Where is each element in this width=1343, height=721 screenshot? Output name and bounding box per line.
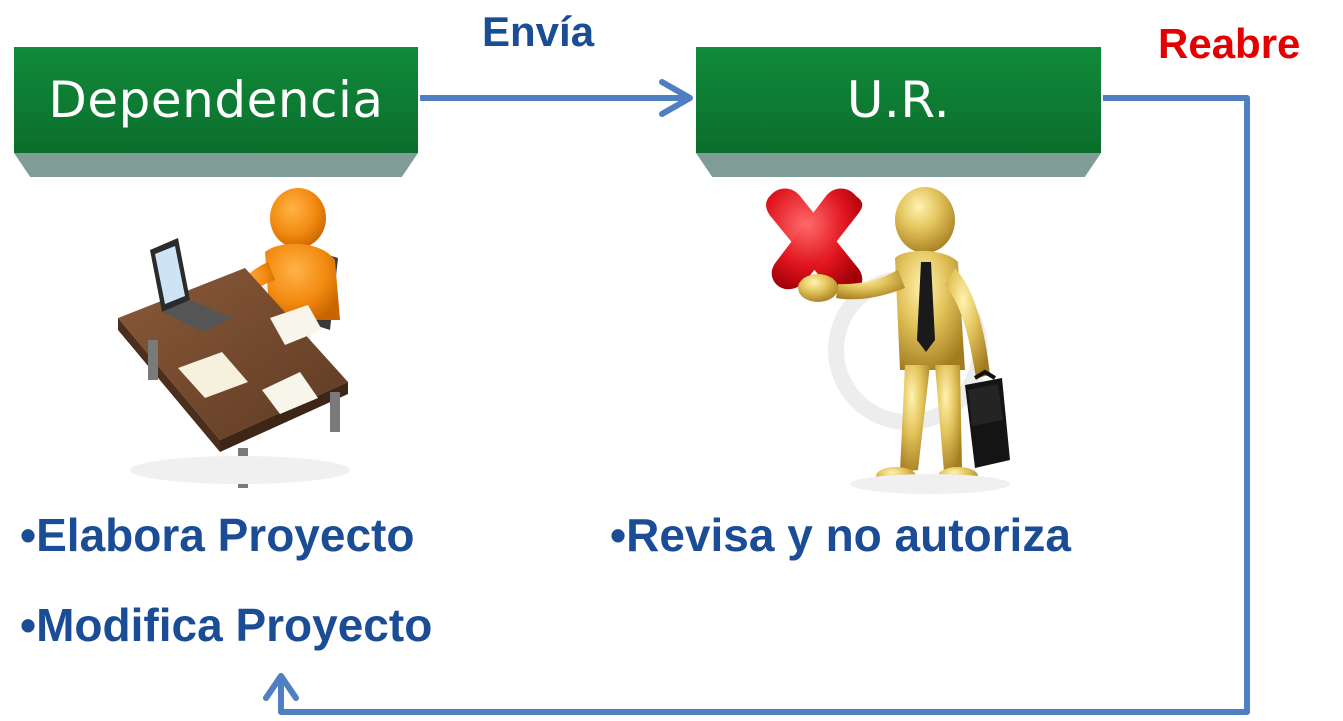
reabre-label: Reabre — [1158, 20, 1301, 67]
dependencia-box-face — [14, 47, 418, 153]
envia-arrow — [420, 79, 693, 117]
bullet-revisa-no-autoriza: •Revisa y no autoriza — [610, 509, 1071, 561]
dependencia-box: Dependencia — [14, 47, 418, 177]
ur-label: U.R. — [846, 71, 951, 129]
bullet-modifica-proyecto: •Modifica Proyecto — [20, 599, 433, 651]
dependencia-label: Dependencia — [48, 71, 384, 129]
reabre-arrow — [263, 95, 1250, 715]
ur-box-shadow — [696, 153, 1101, 177]
briefcase-icon — [965, 369, 1010, 468]
ur-box: U.R. — [696, 47, 1101, 177]
dependencia-box-shadow — [14, 153, 418, 177]
ur-box-face — [696, 47, 1101, 153]
red-x-icon — [766, 188, 863, 296]
envia-label: Envía — [482, 8, 595, 55]
bullet-elabora-proyecto: •Elabora Proyecto — [20, 509, 415, 561]
